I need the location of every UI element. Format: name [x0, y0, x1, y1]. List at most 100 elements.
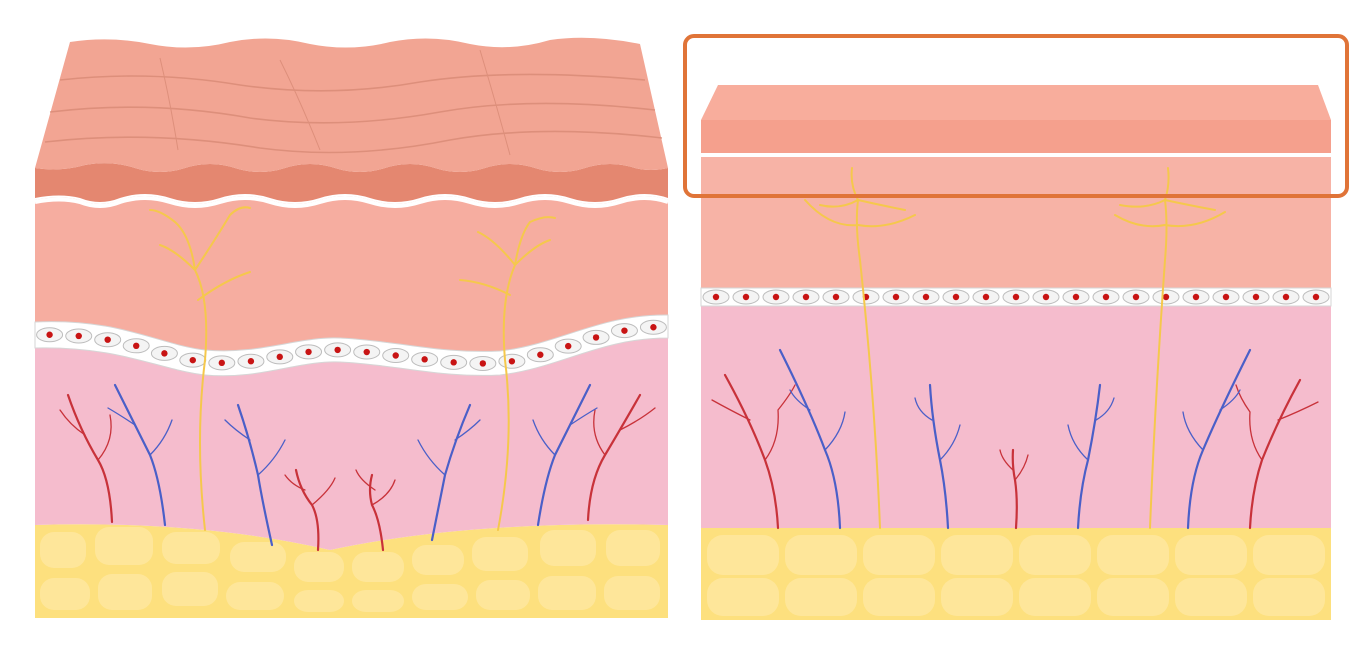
right-arteries: [711, 373, 1319, 530]
cell-nucleus: [742, 293, 750, 301]
fat-cell: [785, 535, 857, 575]
epidermis-highlight-box: [683, 34, 1349, 198]
fat-cell: [95, 527, 153, 565]
aged-skin-section: [34, 37, 669, 618]
cell-nucleus: [334, 346, 341, 354]
left-wrinkle-lines: [44, 49, 663, 156]
cell-nucleus: [772, 293, 780, 301]
fat-cell: [294, 552, 344, 582]
right-fat-cells: [707, 535, 1325, 616]
right-epidermis-layer: [701, 156, 1331, 288]
right-veins: [778, 348, 1252, 530]
left-arteries: [59, 393, 656, 552]
cell-nucleus: [1102, 293, 1110, 301]
cell-nucleus: [421, 356, 428, 363]
fat-cell: [472, 537, 528, 571]
fat-cell: [352, 552, 404, 582]
cell-nucleus: [982, 293, 990, 301]
fat-cell: [538, 576, 596, 610]
cell-nucleus: [922, 293, 930, 301]
fat-cell: [863, 535, 935, 575]
cell-nucleus: [75, 332, 82, 340]
cell-nucleus: [650, 324, 657, 331]
cell-nucleus: [1282, 293, 1290, 301]
fat-cell: [1097, 578, 1169, 616]
left-epidermis-layer: [35, 196, 668, 366]
cell-nucleus: [189, 356, 196, 364]
right-nerve-fibers: [804, 167, 1226, 529]
fat-cell: [162, 572, 218, 606]
cell-nucleus: [392, 352, 399, 359]
cell-nucleus: [479, 360, 487, 367]
fat-cell: [352, 590, 404, 612]
cell-nucleus: [1012, 293, 1020, 301]
fat-cell: [98, 574, 152, 610]
cell-nucleus: [592, 334, 600, 341]
fat-cell: [1019, 535, 1091, 575]
fat-cell: [40, 532, 86, 568]
cell-nucleus: [218, 359, 226, 367]
fat-cell: [412, 584, 468, 610]
cell-nucleus: [1072, 293, 1080, 301]
fat-cell: [941, 535, 1013, 575]
cell-nucleus: [892, 293, 900, 301]
left-dermis-layer: [35, 330, 668, 550]
fat-cell: [606, 530, 660, 566]
cell-nucleus: [133, 342, 140, 350]
left-nerve-fibers: [149, 206, 556, 531]
fat-cell: [40, 578, 90, 610]
fat-cell: [707, 578, 779, 616]
cell-nucleus: [832, 293, 840, 301]
left-fat-cells: [40, 527, 660, 612]
cell-nucleus: [712, 293, 720, 301]
cell-nucleus: [450, 359, 457, 366]
fat-cell: [476, 580, 530, 610]
fat-cell: [604, 576, 660, 610]
fat-cell: [1253, 535, 1325, 575]
fat-cell: [162, 532, 220, 564]
fat-cell: [1019, 578, 1091, 616]
cell-nucleus: [305, 348, 312, 356]
right-basal-cells: [702, 289, 1330, 305]
fat-cell: [1097, 535, 1169, 575]
left-basal-cells: [36, 319, 667, 371]
fat-cell: [1175, 535, 1247, 575]
left-surface-edge: [35, 163, 668, 202]
smooth-skin-section: [683, 34, 1349, 620]
cell-nucleus: [537, 351, 544, 358]
cell-nucleus: [1222, 293, 1230, 301]
fat-cell: [1253, 578, 1325, 616]
cell-nucleus: [952, 293, 960, 301]
fat-cell: [412, 545, 464, 575]
fat-cell: [863, 578, 935, 616]
left-veins: [107, 383, 598, 547]
cell-nucleus: [1042, 293, 1050, 301]
fat-cell: [785, 578, 857, 616]
fat-cell: [941, 578, 1013, 616]
cell-nucleus: [1312, 293, 1320, 301]
cell-nucleus: [508, 358, 516, 365]
right-surface-edge: [701, 120, 1331, 153]
cell-nucleus: [802, 293, 810, 301]
fat-cell: [230, 542, 286, 572]
fat-cell: [294, 590, 344, 612]
cell-nucleus: [276, 353, 283, 361]
cell-nucleus: [363, 348, 370, 356]
cell-nucleus: [247, 358, 255, 365]
cell-nucleus: [1192, 293, 1200, 301]
cell-nucleus: [1132, 293, 1140, 301]
left-epidermis-border-line: [34, 196, 669, 208]
fat-cell: [540, 530, 596, 566]
cell-nucleus: [161, 350, 168, 357]
cell-nucleus: [1162, 293, 1170, 301]
cell-nucleus: [104, 336, 111, 343]
fat-cell: [226, 582, 284, 610]
fat-cell: [707, 535, 779, 575]
cell-nucleus: [621, 327, 628, 334]
left-skin-surface: [35, 37, 668, 172]
cell-nucleus: [1252, 293, 1260, 301]
cell-nucleus: [565, 342, 572, 350]
cell-nucleus: [46, 331, 53, 338]
fat-cell: [1175, 578, 1247, 616]
